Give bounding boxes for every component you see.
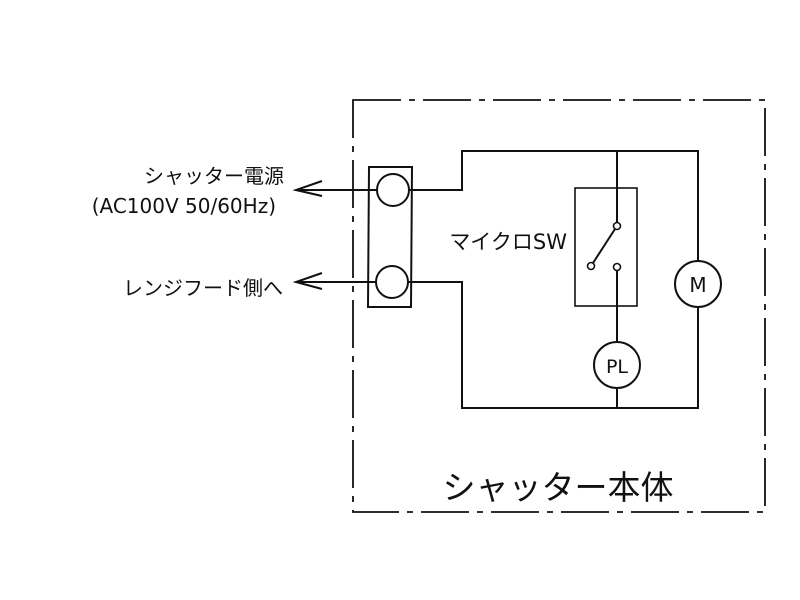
shutter-body-enclosure xyxy=(352,99,766,513)
shutter-body-label: シャッター本体 xyxy=(443,468,674,507)
pilot-lamp-label: PL xyxy=(606,356,628,378)
range-hood-label: レンジフード側へ xyxy=(123,276,283,300)
wire-bottom xyxy=(408,281,699,409)
terminal-1 xyxy=(376,173,410,207)
terminal-2 xyxy=(375,265,409,299)
micro-switch-box xyxy=(574,187,638,307)
arrow-hood-icon xyxy=(292,272,323,290)
switch-contact-top xyxy=(612,221,622,231)
switch-contact-bottom xyxy=(612,262,622,272)
switch-contact-pivot xyxy=(586,261,596,271)
motor-symbol xyxy=(674,260,722,308)
wire-top xyxy=(409,150,699,261)
motor-label: M xyxy=(689,273,706,297)
terminal-block xyxy=(366,166,414,308)
power-source-label: シャッター電源 xyxy=(144,164,284,188)
micro-switch-label: マイクロSW xyxy=(449,230,567,254)
power-spec-label: (AC100V 50/60Hz) xyxy=(92,194,276,218)
pilot-lamp-symbol xyxy=(593,341,641,389)
switch-lever xyxy=(592,228,616,264)
arrow-power-icon xyxy=(292,180,323,197)
